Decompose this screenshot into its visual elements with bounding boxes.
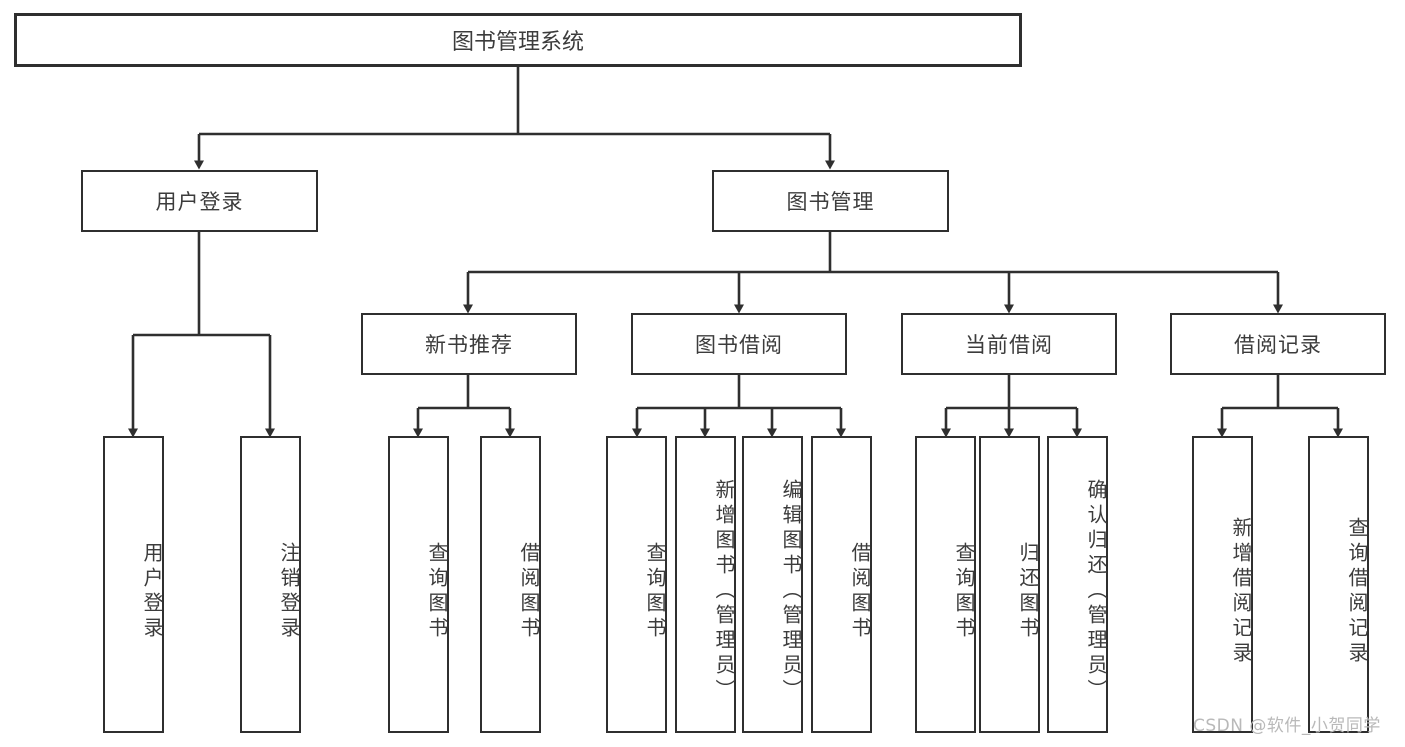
leaf-book-borrow-add[interactable]: 新增图书（管理员） — [675, 436, 736, 733]
node-label: 借阅图书 — [848, 541, 872, 642]
leaf-book-borrow-edit[interactable]: 编辑图书（管理员） — [742, 436, 803, 733]
node-book-borrow[interactable]: 图书借阅 — [631, 313, 847, 375]
leaf-new-book-borrow[interactable]: 借阅图书 — [480, 436, 541, 733]
node-label: 查询图书 — [425, 541, 449, 642]
leaf-new-book-query[interactable]: 查询图书 — [388, 436, 449, 733]
node-label: 新书推荐 — [425, 333, 513, 357]
node-label: 查询图书 — [952, 541, 976, 642]
leaf-current-borrow-query[interactable]: 查询图书 — [915, 436, 976, 733]
node-label: 用户登录 — [140, 541, 164, 642]
node-new-book-recommend[interactable]: 新书推荐 — [361, 313, 577, 375]
node-label: 确认归还（管理员） — [1084, 479, 1108, 704]
watermark: CSDN @软件_小贺同学 — [1193, 716, 1381, 736]
node-label: 借阅图书 — [517, 541, 541, 642]
node-book-management[interactable]: 图书管理 — [712, 170, 949, 232]
node-root-system[interactable]: 图书管理系统 — [14, 13, 1022, 67]
node-label: 新增图书（管理员） — [712, 479, 736, 704]
node-label: 查询借阅记录 — [1345, 516, 1369, 667]
node-label: 当前借阅 — [965, 333, 1053, 357]
leaf-book-borrow-query[interactable]: 查询图书 — [606, 436, 667, 733]
node-label: 图书管理 — [786, 190, 875, 214]
leaf-user-login-logout[interactable]: 注销登录 — [240, 436, 301, 733]
node-label: 归还图书 — [1016, 541, 1040, 642]
leaf-book-borrow-borrow[interactable]: 借阅图书 — [811, 436, 872, 733]
leaf-current-borrow-return[interactable]: 归还图书 — [979, 436, 1040, 733]
node-label: 新增借阅记录 — [1229, 516, 1253, 667]
node-label: 借阅记录 — [1234, 333, 1322, 357]
leaf-current-borrow-confirm-return[interactable]: 确认归还（管理员） — [1047, 436, 1108, 733]
node-label: 用户登录 — [155, 190, 244, 214]
node-label: 查询图书 — [643, 541, 667, 642]
node-current-borrow[interactable]: 当前借阅 — [901, 313, 1117, 375]
node-user-login[interactable]: 用户登录 — [81, 170, 318, 232]
node-borrow-record[interactable]: 借阅记录 — [1170, 313, 1386, 375]
node-label: 注销登录 — [277, 541, 301, 642]
node-label: 图书借阅 — [695, 333, 783, 357]
node-label: 编辑图书（管理员） — [779, 479, 803, 704]
leaf-borrow-record-query[interactable]: 查询借阅记录 — [1308, 436, 1369, 733]
node-label: 图书管理系统 — [451, 30, 584, 55]
leaf-user-login-login[interactable]: 用户登录 — [103, 436, 164, 733]
leaf-borrow-record-add[interactable]: 新增借阅记录 — [1192, 436, 1253, 733]
